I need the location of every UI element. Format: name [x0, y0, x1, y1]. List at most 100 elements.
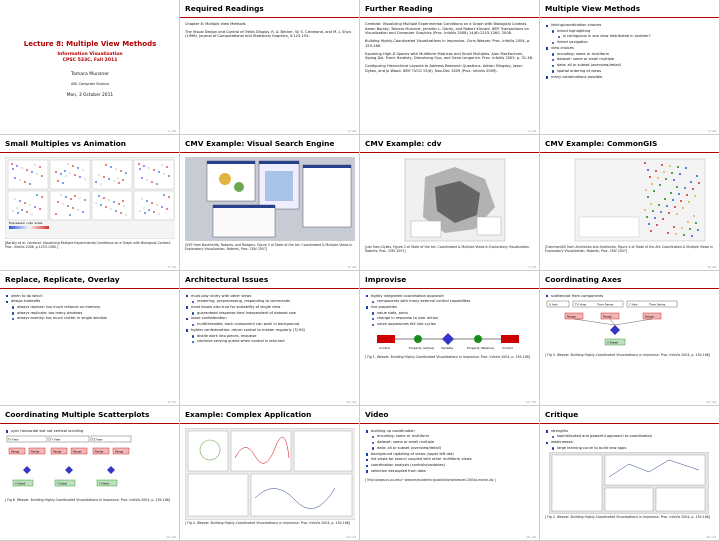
bullet: linking/coordination choices linked high… — [546, 23, 715, 45]
bullet: when to do which — [6, 294, 175, 299]
slide-required-readings[interactable]: Required Readings Chapter 8: Multiple Vi… — [180, 0, 360, 136]
sub-bullet: dataset: same or small multiple — [372, 440, 535, 445]
svg-text:Property (Passive): Property (Passive) — [467, 346, 494, 350]
slide-critique[interactable]: Critique strengths sophisticated and pow… — [540, 405, 720, 541]
page-number: 1 / 22 — [167, 129, 176, 134]
cdv-screenshot — [365, 157, 535, 244]
sub-bullet: linked highlighting is contiguous in one… — [552, 29, 715, 39]
slide-heading: Replace, Replicate, Overlay — [5, 274, 120, 284]
bullet-list: scatterplot from components — [545, 294, 715, 299]
small-multiple-panel — [7, 191, 49, 221]
slide-further-reading[interactable]: Further Reading Cerebral: Visualizing Mu… — [360, 0, 540, 136]
sub-bullet: change in response to user action — [372, 316, 535, 321]
sub-bullet: large learning curve to build new apps — [552, 446, 715, 451]
bullet: list views for search coupled with other… — [366, 457, 535, 462]
slide-commongis[interactable]: CMV Example: CommonGIS [CommonGIS from A… — [540, 135, 720, 271]
complex-application-screenshot — [185, 427, 355, 520]
svg-text:X Detail: X Detail — [15, 482, 26, 486]
sub-bullet: guaranteed response time independent of … — [192, 311, 355, 316]
bullet: tightly integrated coordination approach… — [366, 294, 535, 304]
svg-text:Y Detail: Y Detail — [99, 482, 109, 486]
svg-text:Range: Range — [567, 315, 576, 319]
page-number: 16 / 22 — [706, 535, 716, 539]
slide-small-multiples[interactable]: Small Multiples vs Animation Expression … — [0, 135, 180, 271]
bullet-list: when to do which design tradeoffs always… — [5, 294, 175, 322]
video-link[interactable]: [ http://www.cs.ou.edu/~weaver/academic/… — [365, 477, 496, 482]
slide-video[interactable]: Video building up coordination encoding:… — [360, 405, 540, 541]
slide-heading: Coordinating Axes — [545, 274, 622, 284]
page-number: 9 / 22 — [167, 399, 176, 404]
sub-bullet: encoding: same or multiform — [552, 52, 715, 57]
small-multiple-panel — [133, 191, 175, 221]
bullet: view choices encoding: same or multiform… — [546, 46, 715, 74]
bullet-list: must play nicely with other views render… — [185, 294, 355, 345]
bullet-list: sync horizontal but not vertical scrolli… — [5, 429, 175, 434]
sub-bullet: linked navigation — [552, 40, 715, 45]
svg-text:Control: Control — [502, 346, 513, 350]
figure-caption: [ Fig 4. Weaver. Building Highly-Coordin… — [185, 521, 350, 526]
slide-heading: CMV Example: CommonGIS — [545, 139, 658, 149]
bullet-list: building up coordination encoding: same … — [365, 429, 535, 474]
bullet: most issues also true for scalability of… — [186, 305, 355, 316]
bullet: scatterplot from components — [546, 294, 715, 299]
bullet: loose confederation multithreaded, each … — [186, 316, 355, 326]
slide-visual-search-engine[interactable]: CMV Example: Visual Search Engine [VSE f… — [180, 135, 360, 271]
bullet: building up coordination encoding: same … — [366, 429, 535, 451]
page-number: 10 / 22 — [346, 399, 356, 404]
slide-title[interactable]: Lecture 8: Multiple View Methods Informa… — [0, 0, 180, 136]
bullet: background updating of views (upper left… — [366, 452, 535, 457]
control-node — [377, 334, 395, 343]
slide-coordinating-multiple-scatterplots[interactable]: Coordinating Multiple Scatterplots sync … — [0, 405, 180, 541]
lecture-title: Lecture 8: Multiple View Methods — [23, 40, 157, 48]
page-number: 2 / 22 — [347, 129, 356, 134]
svg-text:X Axis: X Axis — [549, 303, 558, 307]
slide-heading: CMV Example: Visual Search Engine — [185, 139, 335, 149]
slide-cdv[interactable]: CMV Example: cdv [cdv from Dykes, Figure… — [360, 135, 540, 271]
bullet-list: linking/coordination choices linked high… — [545, 23, 715, 79]
small-multiples-figure: Expression color scale — [5, 157, 175, 240]
range-node — [28, 448, 46, 455]
sub-bullet: components with many external control ca… — [372, 299, 535, 304]
passive-property-node — [474, 334, 482, 343]
slide-heading: Critique — [545, 409, 579, 419]
slide-improvise[interactable]: Improvise tightly integrated coordinatio… — [360, 270, 540, 406]
svg-text:X Detail: X Detail — [607, 341, 618, 345]
slide-heading: CMV Example: cdv — [365, 139, 442, 149]
page-number: 7 / 22 — [527, 264, 536, 269]
slide-multiple-view-methods[interactable]: Multiple View Methods linking/coordinati… — [540, 0, 720, 136]
reading-line: The Visual Design and Control of Trellis… — [185, 29, 352, 39]
commongis-screenshot — [545, 157, 715, 244]
slide-coordinating-axes[interactable]: Coordinating Axes scatterplot from compo… — [540, 270, 720, 406]
small-multiple-panel — [133, 160, 175, 190]
sub-bullet: always overlay: too much clutter in sing… — [12, 316, 175, 321]
sub-bullet: value slots, ports — [372, 311, 535, 316]
bullet: tighter confederation: return control to… — [186, 328, 355, 344]
sub-bullet: encoding: same or multiform — [372, 434, 535, 439]
slide-replace-replicate-overlay[interactable]: Replace, Replicate, Overlay when to do w… — [0, 270, 180, 406]
figure-caption: [CommonGIS from Andrienko and Andrienko,… — [545, 244, 713, 253]
sub-bullet: spatial ordering of views — [552, 69, 715, 74]
svg-text:Range: Range — [603, 315, 612, 319]
course-term: CPSC 533C, Fall 2011 — [62, 58, 118, 64]
page-number: 11 / 22 — [526, 399, 536, 404]
slide-heading: Coordinating Multiple Scatterplots — [5, 409, 150, 419]
bullet-list: tightly integrated coordination approach… — [365, 294, 535, 327]
bullet: selection decoupled from data — [366, 469, 535, 474]
figure-caption: [ Fig 2. Weaver. Building Highly-Coordin… — [545, 515, 710, 520]
figure-caption: [ Fig 1. Weaver. Building Highly-Coordin… — [365, 354, 530, 359]
slide-architectural-issues[interactable]: Architectural Issues must play nicely wi… — [180, 270, 360, 406]
svg-text:Range: Range — [73, 450, 82, 454]
sub-bullet: divide work into pieces, enqueue — [192, 334, 355, 339]
slide-heading: Small Multiples vs Animation — [5, 139, 127, 149]
variable-node — [442, 332, 454, 345]
lecture-date: Mon, 3 October 2011 — [66, 92, 114, 98]
svg-text:TZ View: TZ View — [92, 438, 103, 442]
reading-line: Chapter 8: Multiple View Methods — [185, 22, 246, 26]
sub-bullet: always replicate: too many windows — [12, 311, 175, 316]
reading-line: Cerebral: Visualizing Multiple Experimen… — [365, 22, 529, 36]
slide-complex-application[interactable]: Example: Complex Application [ Fig 4. We… — [180, 405, 360, 541]
sub-bullet: sophisticated and powerful approach to c… — [552, 434, 715, 439]
figure-caption: [cdv from Dykes, Figure 2 of State of th… — [365, 244, 530, 253]
svg-text:Range: Range — [95, 450, 104, 454]
